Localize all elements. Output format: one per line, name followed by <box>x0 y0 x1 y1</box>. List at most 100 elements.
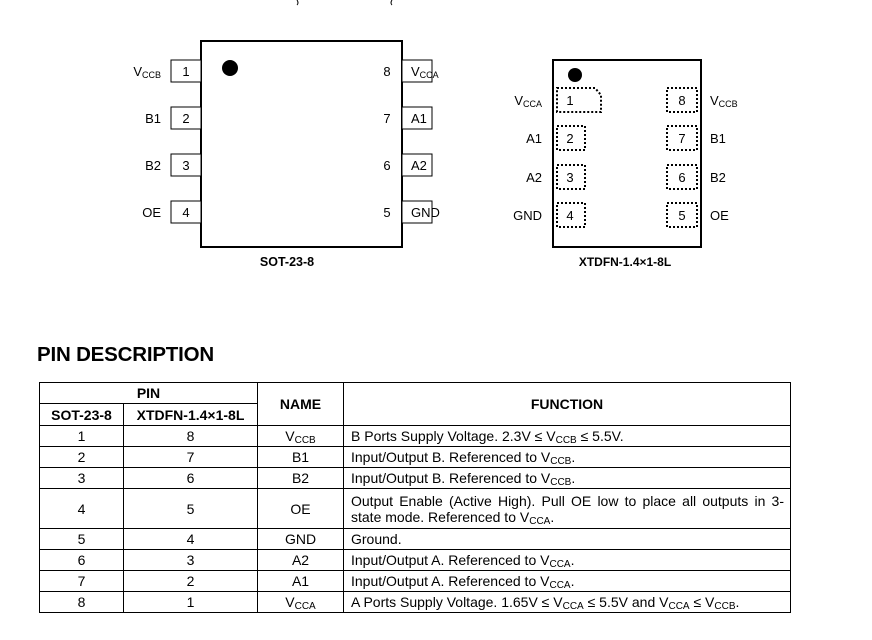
pin-name-subscript: CCA <box>294 601 316 612</box>
function-text: A Ports Supply Voltage. 1.65V ≤ V <box>351 594 563 610</box>
cell-pin-name: GND <box>257 528 344 550</box>
pin-number: 3 <box>566 170 573 185</box>
header-function: FUNCTION <box>343 382 791 426</box>
cell-xtdfn-pin: 2 <box>123 570 258 592</box>
pin-pad <box>401 59 433 83</box>
pin-label-subscript: CCA <box>420 70 439 80</box>
cell-xtdfn-pin: 6 <box>123 467 258 489</box>
cell-pin-name: VCCB <box>257 425 344 447</box>
cell-pin-name: OE <box>257 488 344 529</box>
function-subscript: CCA <box>549 559 571 570</box>
pin-name-main: OE <box>290 500 311 517</box>
pin-name-main: V <box>285 428 295 444</box>
pin-label-main: OE <box>710 208 729 223</box>
pin-label: VCCB <box>710 93 738 109</box>
pin-number: 4 <box>566 208 573 223</box>
pin-label: VCCA <box>411 64 439 80</box>
cell-pin-name: A1 <box>257 570 344 592</box>
pin-number: 7 <box>678 131 685 146</box>
function-subscript: CCA <box>529 515 551 527</box>
header-sot23: SOT-23-8 <box>39 403 124 426</box>
pin-label: B1 <box>145 111 161 126</box>
cell-xtdfn-pin: 7 <box>123 446 258 468</box>
cell-function: B Ports Supply Voltage. 2.3V ≤ VCCB ≤ 5.… <box>343 425 791 447</box>
function-text: Input/Output B. Referenced to V <box>351 449 551 465</box>
cell-sot23-pin: 7 <box>39 570 124 592</box>
sot23-pin-number: 3 <box>77 470 86 486</box>
cell-function: Output Enable (Active High). Pull OE low… <box>343 488 791 529</box>
function-text: Input/Output A. Referenced to V <box>351 573 550 589</box>
table-row: 4 5 OE Output Enable (Active High). Pull OE… <box>39 488 791 529</box>
function-subscript: CCB <box>714 601 736 612</box>
sot23-body <box>200 40 403 248</box>
pin-label: OE <box>710 208 729 223</box>
pin-number: 5 <box>383 205 390 220</box>
pin-label: A2 <box>526 170 542 185</box>
pin-label-main: B2 <box>145 158 161 173</box>
pin-pad <box>556 87 602 113</box>
cell-xtdfn-pin: 1 <box>123 591 258 613</box>
pin-name-main: B2 <box>291 470 310 486</box>
header-pin: PIN <box>39 382 258 404</box>
pin-pad <box>666 87 698 113</box>
cell-sot23-pin: 2 <box>39 446 124 468</box>
cell-xtdfn-pin: 3 <box>123 549 258 571</box>
pin-name-main: GND <box>284 531 317 547</box>
pin-pad <box>401 153 433 177</box>
pin-label-main: A1 <box>526 131 542 146</box>
xtdfn-pin-number: 8 <box>186 428 195 444</box>
function-text: Ground. <box>351 531 402 547</box>
xtdfn-pin-number: 7 <box>186 449 195 465</box>
pin-label-main: B1 <box>145 111 161 126</box>
pin-label-main: OE <box>142 205 161 220</box>
xtdfn-pin-number: 5 <box>186 500 195 517</box>
pin-label-subscript: CCA <box>523 99 542 109</box>
xtdfn-body <box>552 59 702 248</box>
pin-pad <box>170 106 202 130</box>
function-subscript: CCA <box>549 580 571 591</box>
pin-pad <box>170 59 202 83</box>
cell-pin-name: A2 <box>257 549 344 571</box>
pin-name-main: A1 <box>291 573 310 589</box>
pin-label-main: V <box>411 64 420 79</box>
pin-label: A1 <box>411 111 427 126</box>
sot23-pin-number: 6 <box>77 552 86 568</box>
cell-function: Input/Output A. Referenced to VCCA. <box>343 549 791 571</box>
sot23-pin-number: 2 <box>77 449 86 465</box>
cell-sot23-pin: 6 <box>39 549 124 571</box>
sot23-pin-number: 7 <box>77 573 86 589</box>
cell-sot23-pin: 5 <box>39 528 124 550</box>
pin-label-main: GND <box>411 205 440 220</box>
function-subscript: CCB <box>550 456 572 467</box>
pin-number: 6 <box>678 170 685 185</box>
cell-function: Input/Output B. Referenced to VCCB. <box>343 467 791 489</box>
pin-number: 5 <box>678 208 685 223</box>
table-row: 3 6 B2 Input/Output B. Referenced to VCCB. <box>39 467 791 489</box>
pin-label: GND <box>513 208 542 223</box>
cell-sot23-pin: 3 <box>39 467 124 489</box>
cell-sot23-pin: 1 <box>39 425 124 447</box>
pin-label-subscript: CCB <box>719 99 738 109</box>
pin-number: 2 <box>566 131 573 146</box>
function-text: . <box>735 594 740 610</box>
function-subscript: CCA <box>668 601 690 612</box>
function-subscript: CCA <box>562 601 584 612</box>
pin-name-subscript: CCB <box>294 435 316 446</box>
pin-number: 8 <box>383 64 390 79</box>
pin-pad <box>556 125 586 151</box>
function-text: ≤ 5.5V and V <box>583 594 669 610</box>
cell-xtdfn-pin: 8 <box>123 425 258 447</box>
cell-sot23-pin: 4 <box>39 488 124 529</box>
function-text: Input/Output B. Referenced to V <box>351 470 551 486</box>
pin-label: VCCA <box>514 93 542 109</box>
function-subscript: CCB <box>550 477 572 488</box>
pin-number: 8 <box>678 93 685 108</box>
pin-pad <box>170 200 202 224</box>
pin-pad <box>556 202 586 228</box>
